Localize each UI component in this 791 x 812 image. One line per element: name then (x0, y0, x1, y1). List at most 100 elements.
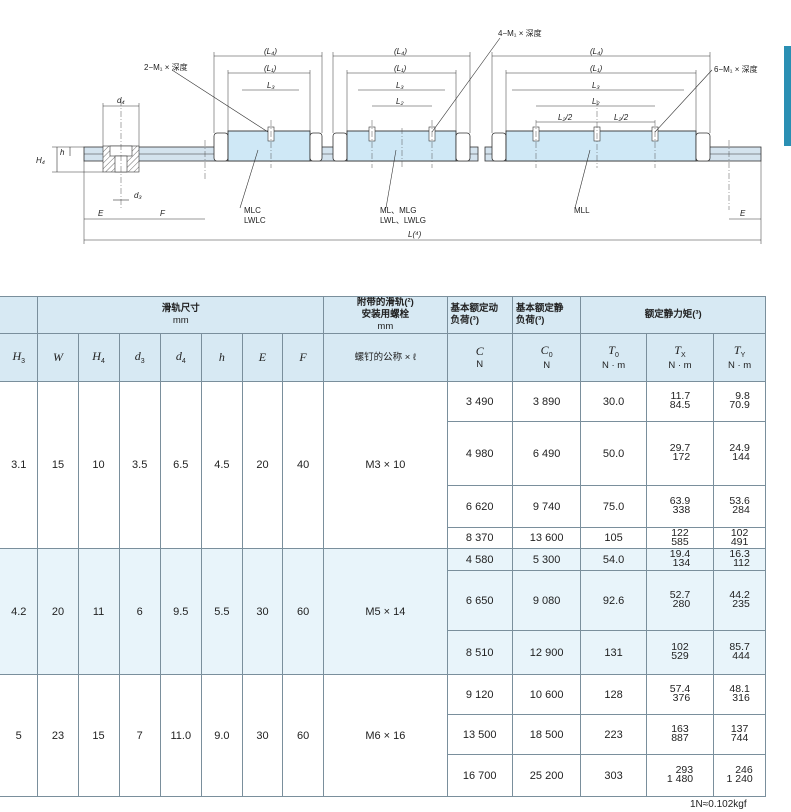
cell-d3: 7 (118, 674, 161, 797)
cell-c: 3 490 (446, 381, 513, 422)
label-l3-mlc: L₃ (267, 81, 275, 90)
col-d3: d3 (118, 333, 161, 382)
table-row: 4.2 20 11 6 9.5 5.5 30 60 M5 × 14 4 580 … (0, 548, 766, 675)
leader-lines (171, 37, 713, 209)
col-e: E (241, 333, 283, 382)
col-w: W (37, 333, 79, 382)
cell-c: 13 500 (446, 714, 513, 755)
cell-t0: 105 (580, 527, 647, 549)
cell-c0: 9 080 (511, 570, 582, 631)
cell-h3: 4.2 (0, 548, 39, 675)
cell-c0: 5 300 (511, 548, 582, 571)
cell-c: 8 370 (446, 527, 513, 549)
header-rail-dims: 滑轨尺寸 mm (37, 296, 325, 334)
cell-f: 40 (281, 381, 325, 549)
cell-c0: 18 500 (511, 714, 582, 755)
cell-t0: 50.0 (580, 421, 647, 486)
cell-bolt: M3 × 10 (323, 381, 448, 549)
cell-e: 30 (241, 674, 283, 797)
label-l1-ml: (L₁) (394, 64, 407, 73)
cell-t0: 54.0 (580, 548, 647, 571)
cell-h: 5.5 (200, 548, 243, 675)
col-h3: H3 (0, 333, 39, 382)
label-l2-mll: L₂ (592, 97, 600, 106)
slider-ml (332, 120, 471, 168)
col-h: h (200, 333, 243, 382)
cell-c: 4 980 (446, 421, 513, 486)
label-e-left: E (98, 209, 104, 218)
cell-f: 60 (281, 674, 325, 797)
cell-c0: 6 490 (511, 421, 582, 486)
cell-h4: 10 (77, 381, 120, 549)
label-l4-mlc: (L₄) (264, 47, 277, 56)
col-f: F (281, 333, 325, 382)
slider-mll (491, 100, 711, 168)
label-l2half-right: L₂/2 (614, 113, 629, 122)
cell-h4: 15 (77, 674, 120, 797)
header-static-load: 基本额定静 负荷(³) (511, 296, 582, 334)
rail-end-bolts (120, 100, 730, 210)
cell-t0: 303 (580, 754, 647, 797)
label-l2half-left: L₂/2 (558, 113, 573, 122)
slider-mlc (213, 120, 323, 168)
rail-assembly-drawing: 2−M₁ × 深度 4−M₁ × 深度 6−M₁ × 深度 (L₄) (L₁) … (36, 28, 762, 244)
cell-w: 20 (37, 548, 79, 675)
cell-c0: 9 740 (511, 485, 582, 528)
header-dynamic-load: 基本额定动 负荷(³) (446, 296, 513, 334)
cell-w: 15 (37, 381, 79, 549)
label-mll: MLL (574, 206, 590, 215)
cell-bolt: M5 × 14 (323, 548, 448, 675)
cell-c0: 3 890 (511, 381, 582, 422)
label-lwl-lwlg: LWL、LWLG (380, 216, 426, 225)
cell-h: 4.5 (200, 381, 243, 549)
cell-c0: 25 200 (511, 754, 582, 797)
cell-t0: 75.0 (580, 485, 647, 528)
label-h4: H₄ (36, 156, 45, 165)
label-h: h (60, 148, 65, 157)
cell-h3: 3.1 (0, 381, 39, 549)
cell-c: 4 580 (446, 548, 513, 571)
cell-d4: 9.5 (159, 548, 202, 675)
label-l-total: L(⁴) (408, 230, 422, 239)
cell-c: 9 120 (446, 674, 513, 715)
cell-t0: 30.0 (580, 381, 647, 422)
label-ml-mlg: ML、MLG (380, 206, 416, 215)
cell-c: 6 650 (446, 570, 513, 631)
col-bolt: 螺钉的公称 × ℓ (323, 333, 448, 382)
cell-c: 6 620 (446, 485, 513, 528)
header-bolt: 附带的滑轨(²) 安装用螺栓 mm (323, 296, 448, 334)
spec-table: 滑轨尺寸 mm 附带的滑轨(²) 安装用螺栓 mm 基本额定动 负荷(³) 基本… (0, 296, 766, 797)
header-blank (0, 296, 39, 334)
col-h4: H4 (77, 333, 120, 382)
table-row: 3.1 15 10 3.5 6.5 4.5 20 40 M3 × 10 3 49… (0, 381, 766, 549)
label-l3-ml: L₃ (396, 81, 404, 90)
col-d4: d4 (159, 333, 202, 382)
label-l4-mll: (L₄) (590, 47, 603, 56)
cell-c: 8 510 (446, 630, 513, 675)
label-holes-4: 4−M₁ × 深度 (498, 28, 542, 38)
